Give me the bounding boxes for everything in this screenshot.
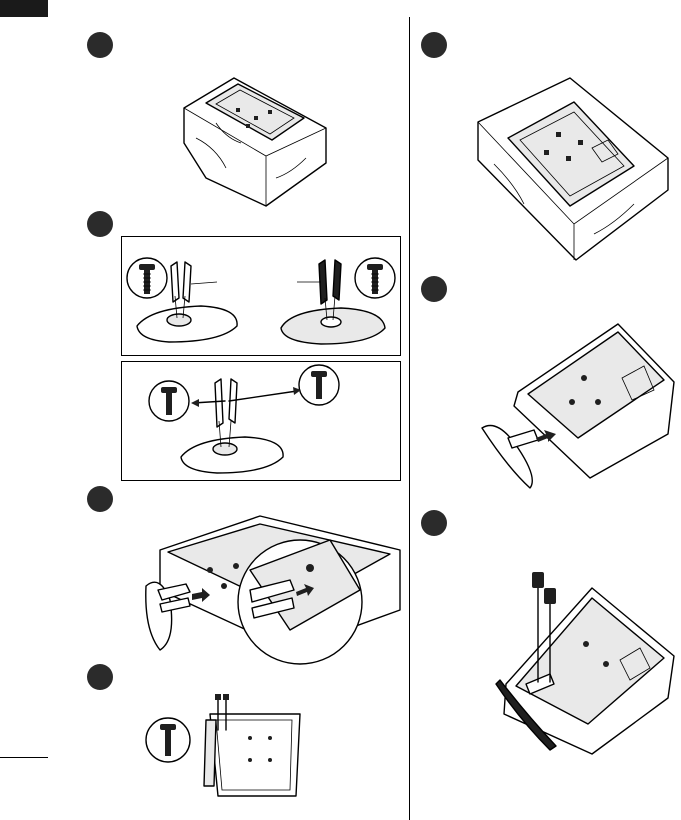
section-tab-marker xyxy=(0,0,48,17)
screw-stand-illustration xyxy=(140,690,310,800)
arrow-icon xyxy=(191,387,301,407)
attach-stand-illustration xyxy=(140,510,400,660)
step-7-marker xyxy=(421,510,447,536)
step-3-marker xyxy=(87,486,113,512)
left-margin-rule xyxy=(0,757,48,758)
step-6-marker xyxy=(421,276,447,302)
tv-on-cushion-illustration xyxy=(176,68,336,212)
tv-on-cushion-illustration xyxy=(474,74,674,264)
step-5-marker xyxy=(421,32,447,58)
stand-screw-illustration xyxy=(121,361,401,481)
step-2-marker xyxy=(87,211,113,237)
screw-stand-illustration xyxy=(496,564,676,754)
step-1-marker xyxy=(87,32,113,58)
column-divider xyxy=(409,17,410,820)
step-4-marker xyxy=(87,664,113,690)
attach-stand-illustration xyxy=(478,318,674,494)
stand-variants-illustration xyxy=(121,236,401,356)
